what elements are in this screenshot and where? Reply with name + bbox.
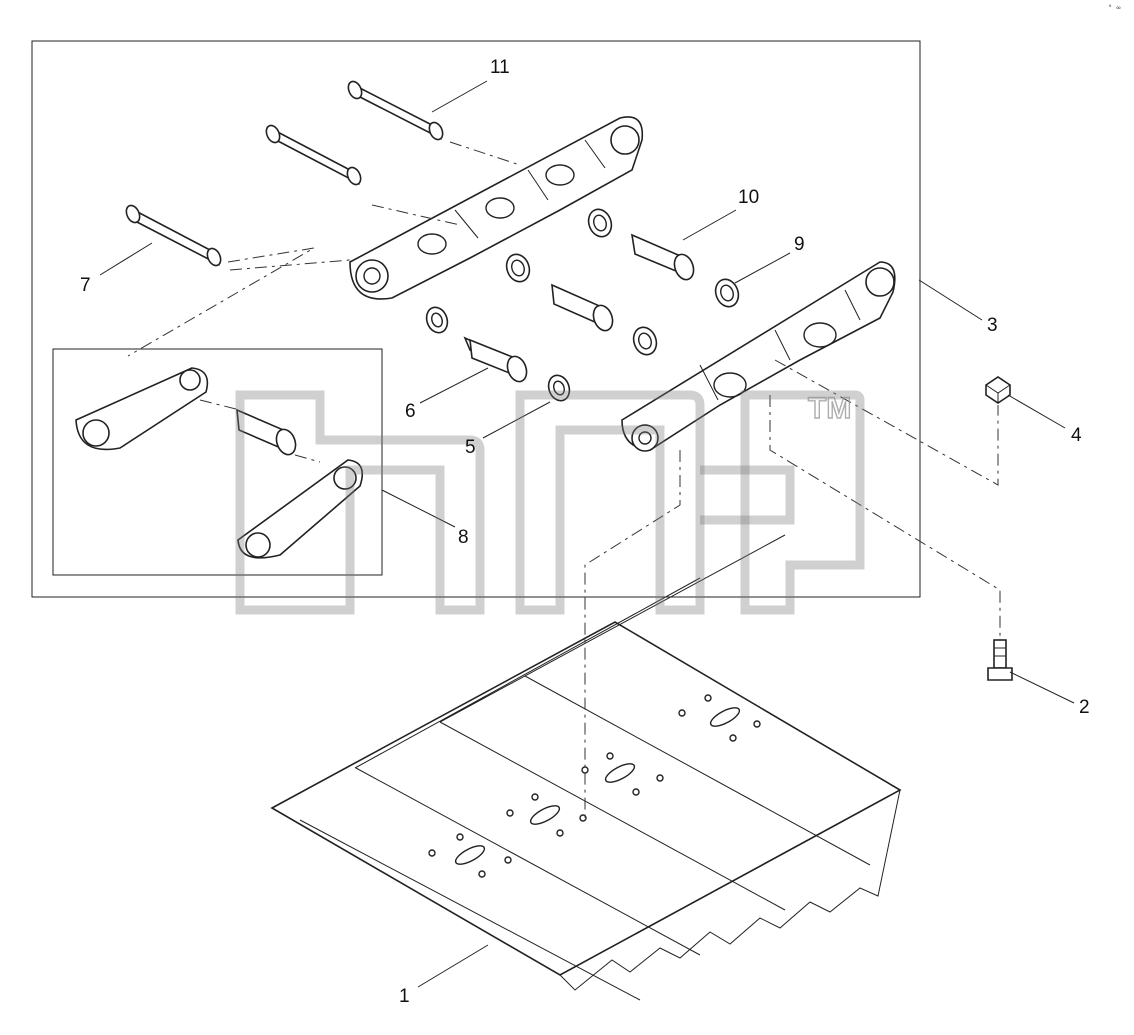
pin-upper	[347, 80, 444, 141]
track-shoe-plates	[270, 534, 902, 1001]
callout-11: 11	[490, 57, 510, 78]
watermark-logo: TM	[235, 390, 865, 615]
track-link-chain-upper	[349, 116, 644, 300]
callout-8: 8	[458, 527, 469, 548]
callout-4: 4	[1071, 425, 1082, 446]
seal-rings	[425, 208, 740, 402]
callout-3: 3	[987, 315, 998, 336]
watermark-tm: TM	[808, 392, 851, 425]
callout-labels: 11 10 9 7 3 6 4 5 8 2 1	[80, 57, 1090, 1007]
callout-7: 7	[80, 275, 91, 296]
pin-middle	[265, 124, 362, 186]
callout-1: 1	[399, 986, 410, 1007]
assembly-guide-lines	[127, 141, 1001, 820]
master-link-pair	[75, 367, 364, 559]
bushing-6	[463, 336, 528, 383]
track-link-chain-lower	[621, 261, 896, 452]
corner-mark: ° ∞	[1108, 4, 1121, 12]
bushing-sub	[236, 408, 297, 456]
callout-2: 2	[1079, 697, 1090, 718]
pin-master	[125, 204, 222, 267]
callout-10: 10	[738, 187, 759, 208]
subassembly-frame	[52, 348, 383, 576]
callout-5: 5	[465, 437, 476, 458]
leader-lines	[99, 80, 1075, 988]
callout-9: 9	[794, 234, 805, 255]
callout-6: 6	[405, 401, 416, 422]
track-nut	[985, 376, 1011, 404]
bushing-10	[630, 233, 695, 281]
main-assembly-frame	[31, 40, 921, 598]
bushing-mid	[551, 283, 614, 332]
track-bolt	[987, 639, 1013, 681]
